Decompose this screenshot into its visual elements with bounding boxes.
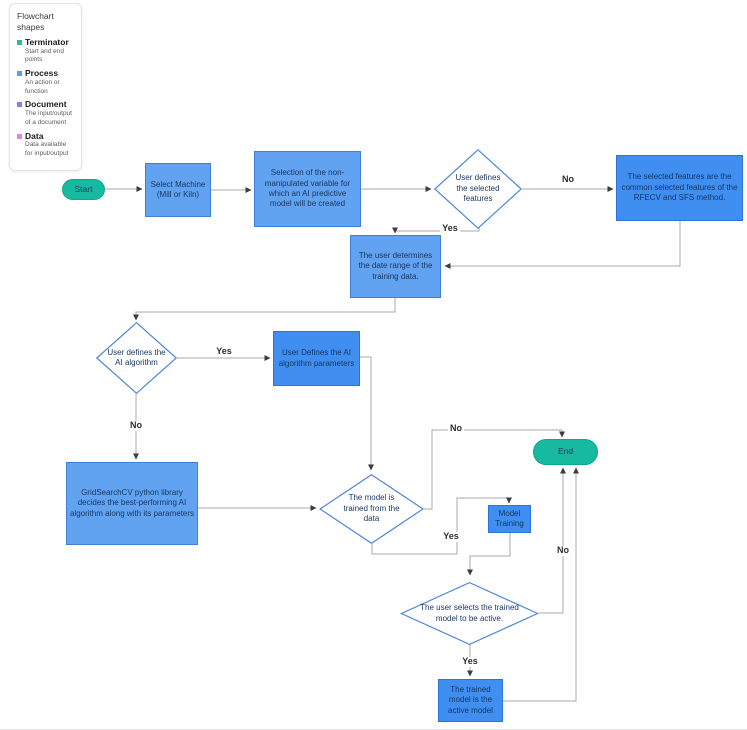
algorithm-params-process[interactable]: User Defines the AI algorithm parameters xyxy=(273,331,360,386)
diamond-outline xyxy=(319,474,424,544)
legend-item-desc: Data available for input/output xyxy=(25,141,69,157)
edge-label-training-yes: Yes xyxy=(441,531,461,542)
node-label: Model Training xyxy=(495,508,524,528)
diamond-outline xyxy=(434,149,522,229)
node-label: User defines the selected features xyxy=(455,173,501,204)
edge-active-no-to-end xyxy=(539,467,566,614)
node-label: The trained model is the active model xyxy=(448,684,493,715)
algorithm-decision-diamond[interactable]: User defines the AI algorithm xyxy=(96,322,177,394)
features-decision-diamond[interactable]: User defines the selected features xyxy=(434,149,522,229)
node-label: Select Machine (Mill or Kiln) xyxy=(150,179,206,199)
legend-title: Flowchart shapes xyxy=(17,11,54,33)
node-label: GridSearchCV python library decides the … xyxy=(69,487,195,518)
edge-features-yes-to-date-range xyxy=(392,227,480,234)
legend-item-label: Terminator xyxy=(25,37,69,48)
edge-rfecv-to-date-range xyxy=(444,221,681,269)
legend-item-desc: An action or function xyxy=(25,78,60,95)
rfecv-sfs-process[interactable]: The selected features are the common sel… xyxy=(616,155,743,221)
legend-item-label: Document xyxy=(25,99,67,110)
legend-item-process[interactable]: Process An action or function xyxy=(17,68,75,96)
active-decision-diamond[interactable]: The user selects the trained model to be… xyxy=(400,582,539,645)
start-terminator[interactable]: Start xyxy=(62,179,105,200)
end-terminator[interactable]: End xyxy=(533,439,598,465)
diamond-outline xyxy=(96,322,177,394)
training-decision-diamond[interactable]: The model is trained from the data xyxy=(319,474,424,544)
node-label: The user selects the trained model to be… xyxy=(420,603,519,623)
node-label: User Defines the AI algorithm parameters xyxy=(278,348,355,368)
legend-panel: Flowchart shapes Terminator Start and en… xyxy=(9,3,82,171)
node-label: The model is trained from the data xyxy=(343,493,400,524)
node-label: Start xyxy=(74,183,93,194)
variable-selection-process[interactable]: Selection of the non-manipulated variabl… xyxy=(254,151,361,227)
edge-label-algorithm-no: No xyxy=(128,420,144,431)
legend-item-desc: The input/output of a document xyxy=(25,110,72,126)
document-shape-icon xyxy=(17,102,22,108)
edge-training-yes-to-model-training xyxy=(371,497,512,555)
process-shape-icon xyxy=(17,71,22,77)
legend-item-label: Data xyxy=(25,130,44,141)
model-training-process[interactable]: Model Training xyxy=(488,505,531,533)
node-label: Selection of the non-manipulated variabl… xyxy=(264,168,351,209)
node-label: User defines the AI algorithm xyxy=(107,347,166,367)
active-model-process[interactable]: The trained model is the active model xyxy=(438,679,503,722)
terminator-shape-icon xyxy=(17,40,22,46)
edge-label-training-no: No xyxy=(448,423,464,434)
edge-label-algorithm-yes: Yes xyxy=(214,346,234,357)
edge-label-features-no: No xyxy=(560,174,576,185)
gridsearchcv-process[interactable]: GridSearchCV python library decides the … xyxy=(66,462,198,545)
date-range-process[interactable]: The user determines the date range of th… xyxy=(350,235,441,298)
edge-model-training-to-active-decision xyxy=(467,533,511,576)
node-label: End xyxy=(557,446,574,457)
edge-label-active-yes: Yes xyxy=(460,656,480,667)
edge-date-range-to-algorithm-decision xyxy=(133,298,396,321)
edge-active-model-to-end xyxy=(503,467,579,702)
legend-item-document[interactable]: Document The input/output of a document xyxy=(17,99,75,127)
legend-item-data[interactable]: Data Data available for input/output xyxy=(17,131,75,159)
select-machine-process[interactable]: Select Machine (Mill or Kiln) xyxy=(145,163,211,217)
node-label: The user determines the date range of th… xyxy=(358,250,433,281)
edge-label-active-no: No xyxy=(555,545,571,556)
legend-item-terminator[interactable]: Terminator Start and end points xyxy=(17,37,75,65)
edge-label-features-yes: Yes xyxy=(440,223,460,234)
legend-item-desc: Start and end points xyxy=(25,47,65,64)
diamond-outline xyxy=(400,582,539,645)
legend-item-label: Process xyxy=(25,68,59,79)
edge-training-no-to-end xyxy=(424,429,565,510)
node-label: The selected features are the common sel… xyxy=(621,172,738,203)
edge-params-to-training-decision xyxy=(360,356,374,471)
data-shape-icon xyxy=(17,133,22,139)
